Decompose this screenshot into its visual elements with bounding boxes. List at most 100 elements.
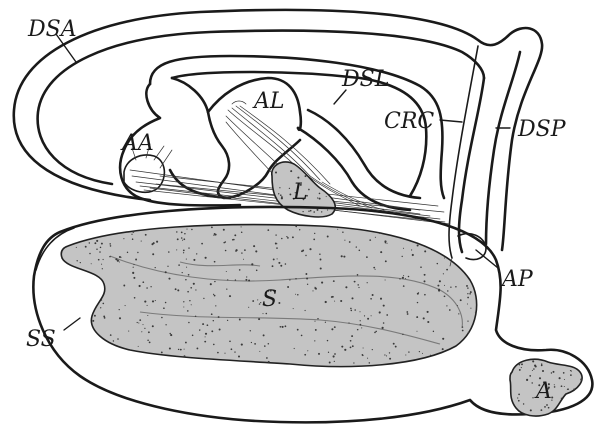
stipple-dot	[551, 372, 552, 373]
stipple-dot	[359, 311, 360, 312]
stipple-dot	[356, 246, 357, 247]
stipple-dot	[141, 241, 142, 242]
stipple-dot	[350, 308, 352, 310]
label-aa: AA	[120, 131, 154, 156]
stipple-dot	[135, 259, 137, 261]
stipple-dot	[312, 290, 313, 291]
stipple-dot	[325, 215, 326, 216]
stipple-dot	[521, 363, 523, 365]
stipple-dot	[444, 285, 445, 286]
stipple-dot	[343, 256, 345, 258]
stipple-dot	[238, 355, 240, 357]
stipple-dot	[420, 266, 422, 268]
stipple-dot	[152, 325, 154, 327]
stipple-dot	[467, 320, 468, 321]
stipple-dot	[139, 285, 141, 287]
stipple-dot	[207, 324, 209, 326]
stipple-dot	[329, 362, 331, 364]
stipple-dot	[366, 256, 368, 258]
stipple-dot	[227, 320, 228, 321]
stipple-dot	[185, 342, 187, 344]
stipple-dot	[341, 346, 343, 348]
stipple-dot	[310, 210, 312, 212]
stipple-dot	[241, 232, 243, 234]
stipple-dot	[334, 361, 335, 362]
stipple-dot	[151, 243, 153, 245]
stipple-dot	[427, 321, 429, 323]
stipple-dot	[360, 320, 361, 321]
stipple-dot	[393, 343, 395, 345]
stipple-dot	[424, 274, 426, 276]
stipple-dot	[470, 291, 472, 293]
stipple-dot	[554, 384, 555, 385]
stipple-dot	[161, 351, 163, 353]
stipple-dot	[307, 284, 308, 285]
stipple-dot	[532, 370, 533, 371]
stipple-dot	[517, 397, 518, 398]
stipple-dot	[447, 290, 448, 291]
stipple-dot	[119, 256, 121, 258]
stipple-dot	[125, 305, 126, 306]
stipple-dot	[345, 286, 347, 288]
stipple-dot	[276, 247, 278, 249]
stipple-dot	[531, 382, 532, 383]
stipple-dot	[417, 244, 419, 246]
stipple-dot	[467, 297, 469, 299]
stipple-dot	[182, 240, 183, 241]
stipple-dot	[319, 253, 320, 254]
stipple-dot	[305, 310, 306, 311]
stipple-dot	[295, 294, 296, 295]
stipple-dot	[236, 249, 238, 251]
stipple-dot	[186, 259, 187, 260]
stipple-dot	[433, 331, 434, 332]
stipple-dot	[128, 331, 129, 332]
stipple-dot	[184, 355, 186, 357]
stipple-dot	[189, 300, 190, 301]
stipple-dot	[168, 278, 170, 280]
stipple-dot	[183, 249, 185, 251]
stipple-dot	[370, 298, 372, 300]
label-ap: AP	[500, 267, 534, 292]
stipple-dot	[325, 322, 326, 323]
stipple-dot	[94, 242, 96, 244]
stipple-dot	[553, 371, 555, 373]
stipple-dot	[282, 326, 284, 328]
stipple-dot	[241, 344, 243, 346]
stipple-dot	[304, 354, 306, 356]
stipple-dot	[195, 316, 196, 317]
stipple-dot	[94, 315, 96, 317]
stipple-dot	[416, 316, 418, 318]
stipple-dot	[331, 296, 333, 298]
stipple-dot	[256, 270, 258, 272]
stipple-dot	[354, 281, 356, 283]
stipple-dot	[570, 374, 572, 376]
stipple-dot	[223, 242, 225, 244]
stipple-dot	[375, 331, 377, 333]
stipple-dot	[178, 349, 179, 350]
stipple-dot	[467, 293, 468, 294]
stipple-dot	[239, 319, 241, 321]
stipple-dot	[187, 310, 189, 312]
stipple-dot	[437, 263, 438, 264]
label-dsl: DSL	[341, 67, 389, 92]
stipple-dot	[544, 406, 546, 408]
stipple-dot	[98, 259, 100, 261]
stipple-dot	[449, 309, 451, 311]
stipple-dot	[255, 250, 257, 252]
stipple-dot	[468, 332, 470, 334]
stipple-dot	[119, 309, 120, 310]
stipple-dot	[192, 335, 194, 337]
stipple-dot	[297, 294, 299, 296]
stipple-dot	[315, 329, 317, 331]
stipple-dot	[442, 348, 444, 350]
stipple-dot	[457, 305, 458, 306]
stipple-dot	[218, 316, 220, 318]
stipple-dot	[314, 321, 315, 322]
stipple-dot	[526, 379, 528, 381]
stipple-dot	[272, 265, 274, 267]
stipple-dot	[359, 250, 361, 252]
stipple-dot	[241, 226, 242, 227]
stipple-dot	[287, 237, 289, 239]
stipple-dot	[133, 267, 134, 268]
stipple-dot	[475, 312, 476, 313]
